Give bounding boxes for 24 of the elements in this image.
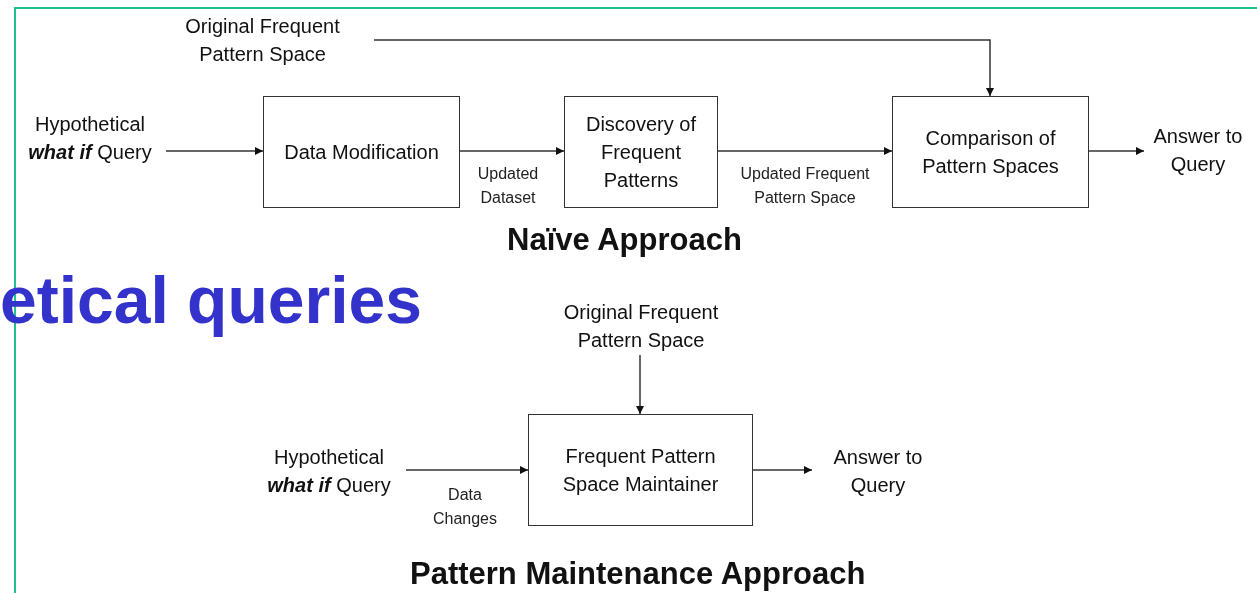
node-text: Hypothetical what if Query (266, 445, 392, 498)
box-label: Comparison of Pattern Spaces (921, 126, 1060, 179)
box-label: Discovery of Frequent Patterns (585, 112, 697, 193)
box-label: Frequent Pattern Space Maintainer (561, 444, 720, 497)
arrow (752, 466, 813, 474)
arrow (373, 39, 994, 97)
node-text: Answer to Query (832, 445, 924, 498)
process-box (528, 414, 753, 526)
node-text: Answer to Query (1152, 124, 1244, 177)
arrow (636, 354, 644, 415)
arrow (165, 147, 264, 155)
box-label: Data Modification (284, 140, 439, 165)
section-heading: Naïve Approach (507, 222, 742, 258)
node-text: Original Frequent Pattern Space (562, 300, 720, 353)
process-box (564, 96, 718, 208)
arrow (459, 147, 565, 155)
section-heading: Pattern Maintenance Approach (410, 556, 866, 592)
arrow (1088, 147, 1145, 155)
process-box (263, 96, 460, 208)
node-text: Original Frequent Pattern Space (184, 14, 341, 67)
node-text: Hypothetical what if Query (27, 112, 153, 165)
arrow (717, 147, 893, 155)
arrow (405, 466, 529, 474)
process-box (892, 96, 1089, 208)
